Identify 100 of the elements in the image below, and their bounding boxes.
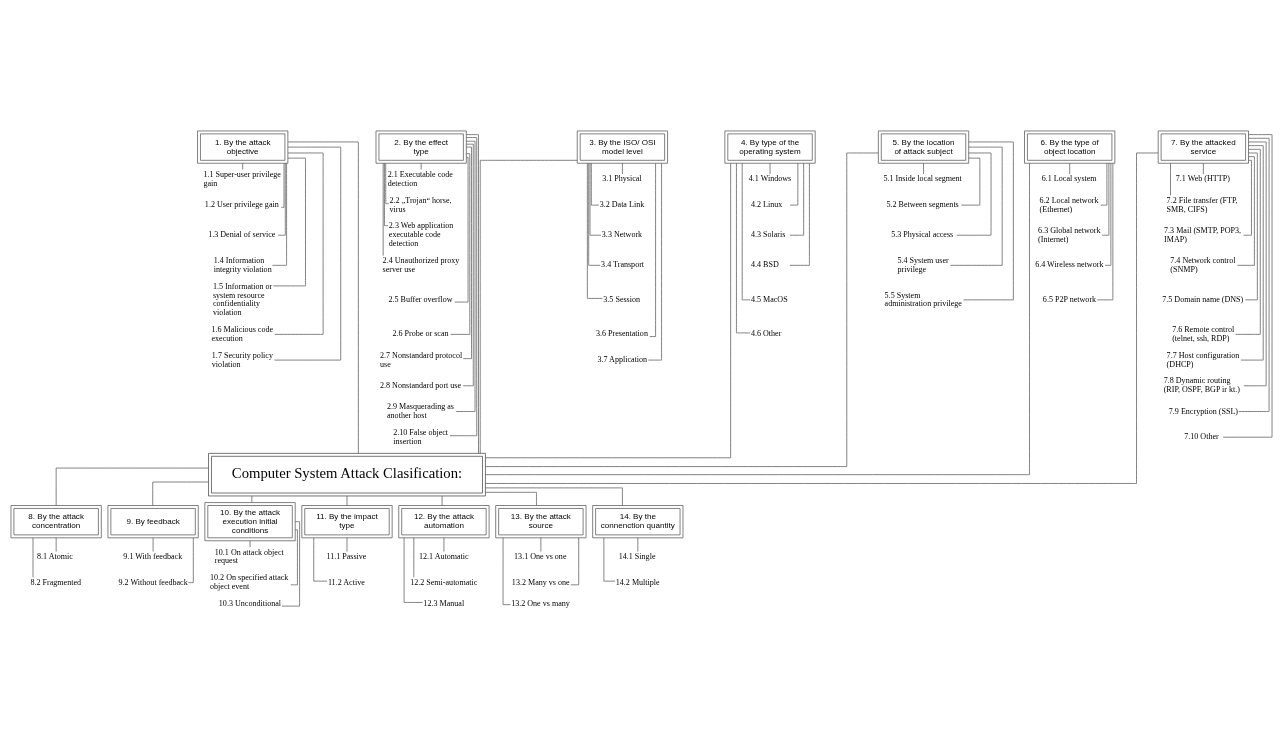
connector xyxy=(1238,137,1270,412)
connector xyxy=(1240,145,1264,361)
connector xyxy=(346,495,348,506)
connector xyxy=(485,162,1030,476)
connector xyxy=(280,163,285,208)
node-text: 7.2 File transfer (FTP, SMB, CIFS) xyxy=(1166,195,1238,214)
node-text: 2.5 Buffer overflow xyxy=(388,294,453,304)
node-text: 7.7 Host configuration (DHCP) xyxy=(1166,350,1240,369)
node-text: 2.3 Web application executable code detection xyxy=(388,221,454,249)
connector xyxy=(789,162,799,206)
connector xyxy=(281,521,300,607)
node-text: 12.3 Manual xyxy=(423,598,465,608)
connector xyxy=(485,487,623,506)
connector xyxy=(736,162,751,334)
connector xyxy=(346,537,348,552)
node-text: 8.2 Fragmented xyxy=(30,577,82,587)
node-text: 10.3 Unconditional xyxy=(218,598,282,608)
connector xyxy=(290,529,298,586)
node-text: 3.3 Network xyxy=(601,230,643,240)
node-text: 1.2 User privilege gain xyxy=(204,200,279,210)
node-text: 3.5 Session xyxy=(603,294,641,304)
connector xyxy=(1243,159,1252,236)
node-text: 4.4 BSD xyxy=(750,260,779,270)
node-text: 7.4 Network control (SNMP) xyxy=(1170,255,1236,274)
node-text: 5.1 Inside local segment xyxy=(883,174,962,184)
connector xyxy=(443,537,445,552)
node-text: 1.1 Super-user privilege gain xyxy=(203,170,281,188)
connector xyxy=(789,162,804,236)
connector xyxy=(589,162,602,236)
connector xyxy=(622,162,623,175)
node-text: 3.1 Physical xyxy=(602,174,642,184)
connector xyxy=(1222,134,1273,438)
node-text: 5.3 Physical access xyxy=(891,230,954,240)
node-text: 5.5 System administration privilege xyxy=(884,290,962,309)
node-text: 13.1 One vs one xyxy=(514,551,567,561)
connector xyxy=(485,152,879,467)
node-text: 13.2 One vs many xyxy=(511,598,570,608)
connector xyxy=(441,495,443,506)
connector xyxy=(1243,141,1267,387)
node-text: 12.1 Automatic xyxy=(418,551,469,561)
connector xyxy=(251,495,253,503)
connector xyxy=(403,537,423,603)
connector xyxy=(769,162,771,175)
node-text: 1.5 Information or system resource confidentiality violation xyxy=(212,281,273,318)
node-text: 5.2 Between segments xyxy=(886,200,959,210)
node-text: 6.4 Wireless network xyxy=(1035,260,1104,270)
connector xyxy=(413,537,415,578)
node-text: 7.5 Domain name (DNS) xyxy=(1162,294,1244,304)
node-text: 7.9 Encryption (SSL) xyxy=(1168,406,1239,416)
node-text: 9.2 Without feedback xyxy=(118,577,188,587)
connector xyxy=(55,537,57,552)
node-text: 3.2 Data Link xyxy=(599,200,645,210)
connector xyxy=(55,467,209,506)
connector xyxy=(647,163,662,361)
node-text: 4.1 Windows xyxy=(748,174,792,184)
node-text: 1.3 Denial of service xyxy=(208,230,276,240)
connector xyxy=(1100,162,1108,206)
node-text: 7.10 Other xyxy=(1184,432,1219,442)
node-text: 3.4 Transport xyxy=(601,260,645,270)
connector xyxy=(385,163,390,204)
node-text: 14.1 Single xyxy=(618,551,656,561)
node-text: 6.5 P2P network xyxy=(1042,294,1097,304)
node-text: 2.8 Nonstandard port use xyxy=(380,380,462,390)
node-text: 7.6 Remote control (telnet, ssh, RDP) xyxy=(1172,325,1235,343)
node-text: 12.2 Semi-automatic xyxy=(410,577,478,587)
node-text: 7.8 Dynamic routing (RIP, OSPF, BGP ir kt.) xyxy=(1163,376,1241,395)
connector xyxy=(273,157,306,287)
connector xyxy=(277,162,286,236)
connector xyxy=(588,162,601,266)
connector xyxy=(637,537,639,552)
connector xyxy=(287,141,359,454)
connector xyxy=(540,537,542,552)
connector xyxy=(485,152,1159,484)
node-text: 2.1 Executable code detection xyxy=(387,170,453,188)
connector xyxy=(249,540,251,548)
node-text: 2.2 „Trojan“ horse, virus xyxy=(389,195,452,214)
node-text: 14.2 Multiple xyxy=(615,577,660,587)
node-text: 2.7 Nonstandard protocol use xyxy=(380,350,463,369)
node-text: 6.2 Local network (Ethernet) xyxy=(1039,195,1099,214)
node-text: 7.1 Web (HTTP) xyxy=(1175,174,1230,184)
connector xyxy=(950,146,1003,266)
node-text: 4.3 Solaris xyxy=(750,230,786,240)
node-text: 4.6 Other xyxy=(750,329,782,339)
node-text: 3.6 Presentation xyxy=(595,329,648,339)
connector xyxy=(1237,156,1255,266)
connector xyxy=(462,143,474,387)
node-text: 1.7 Security policy violation xyxy=(211,350,273,369)
connector xyxy=(466,134,479,454)
connector xyxy=(1069,162,1071,175)
connector xyxy=(450,153,471,335)
connector xyxy=(384,163,389,227)
node-text: 1.4 Information integrity violation xyxy=(213,255,272,274)
node-text: 2.4 Unauthorized proxy server use xyxy=(382,255,460,274)
node-text: 1.6 Malicious code execution xyxy=(211,325,274,343)
connector xyxy=(479,159,578,454)
connector xyxy=(242,162,244,170)
connector xyxy=(32,537,34,578)
node-text: 2.9 Masquerading as another host xyxy=(387,402,454,420)
connector xyxy=(455,140,476,412)
connector xyxy=(152,481,209,506)
